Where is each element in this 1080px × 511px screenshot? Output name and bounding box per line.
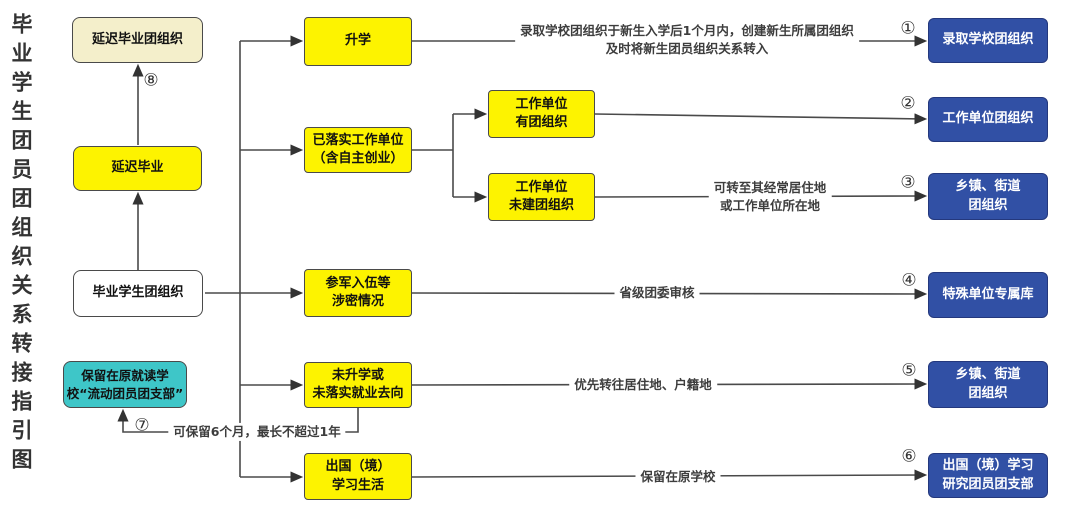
- marker-3: ③: [900, 172, 916, 193]
- annotation-transfer-residence-or-workplace: 可转至其经常居住地 或工作单位所在地: [708, 178, 832, 216]
- node-retained-mobile-branch: 保留在原就读学 校“流动团员团支部”: [63, 361, 187, 408]
- node-delayed-graduation: 延迟毕业: [73, 146, 202, 191]
- marker-8: ⑧: [143, 70, 159, 91]
- annotation-enrollment-transfer: 录取学校团组织于新生入学后1个月内，创建新生所属团组织 及时将新生团员组织关系转…: [515, 21, 859, 59]
- diagram-title: 毕业学生团员团组织关系转接指引图: [9, 13, 33, 477]
- node-abroad-study-life: 出国（境） 学习生活: [304, 453, 412, 500]
- marker-2: ②: [900, 93, 916, 114]
- node-employed: 已落实工作单位 （含自主创业）: [304, 127, 412, 173]
- node-dest-work-unit-org: 工作单位团组织: [928, 97, 1048, 142]
- annotation-keep-original-school: 保留在原学校: [635, 467, 721, 487]
- annotation-provincial-committee-review: 省级团委审核: [614, 283, 700, 303]
- node-further-study: 升学: [304, 17, 412, 66]
- arrow-work-has-org-to-dest2: [594, 113, 928, 125]
- node-work-unit-without-org: 工作单位 未建团组织: [488, 173, 595, 221]
- node-dest-township-street-org-2: 乡镇、街道 团组织: [928, 361, 1048, 408]
- annotation-priority-residence: 优先转往居住地、户籍地: [569, 375, 717, 395]
- marker-1: ①: [900, 18, 916, 39]
- marker-4: ④: [901, 270, 917, 291]
- node-dest-special-unit-library: 特殊单位专属库: [928, 272, 1048, 318]
- branch-employed-split: [412, 114, 454, 197]
- node-military-classified: 参军入伍等 涉密情况: [304, 269, 412, 317]
- node-graduate-league-org: 毕业学生团组织: [73, 270, 203, 317]
- marker-5: ⑤: [901, 360, 917, 381]
- node-dest-township-street-org-1: 乡镇、街道 团组织: [928, 173, 1048, 220]
- node-dest-abroad-branch: 出国（境）学习 研究团员团支部: [928, 453, 1048, 498]
- marker-7: ⑦: [134, 415, 150, 436]
- node-dest-admitting-school-org: 录取学校团组织: [928, 18, 1048, 63]
- annotation-retain-6-months: 可保留6个月，最长不超过1年: [168, 422, 346, 442]
- node-delayed-graduation-org: 延迟毕业团组织: [72, 17, 203, 63]
- node-not-studying-or-employed: 未升学或 未落实就业去向: [304, 362, 412, 408]
- marker-6: ⑥: [901, 446, 917, 467]
- node-work-unit-with-org: 工作单位 有团组织: [488, 90, 595, 138]
